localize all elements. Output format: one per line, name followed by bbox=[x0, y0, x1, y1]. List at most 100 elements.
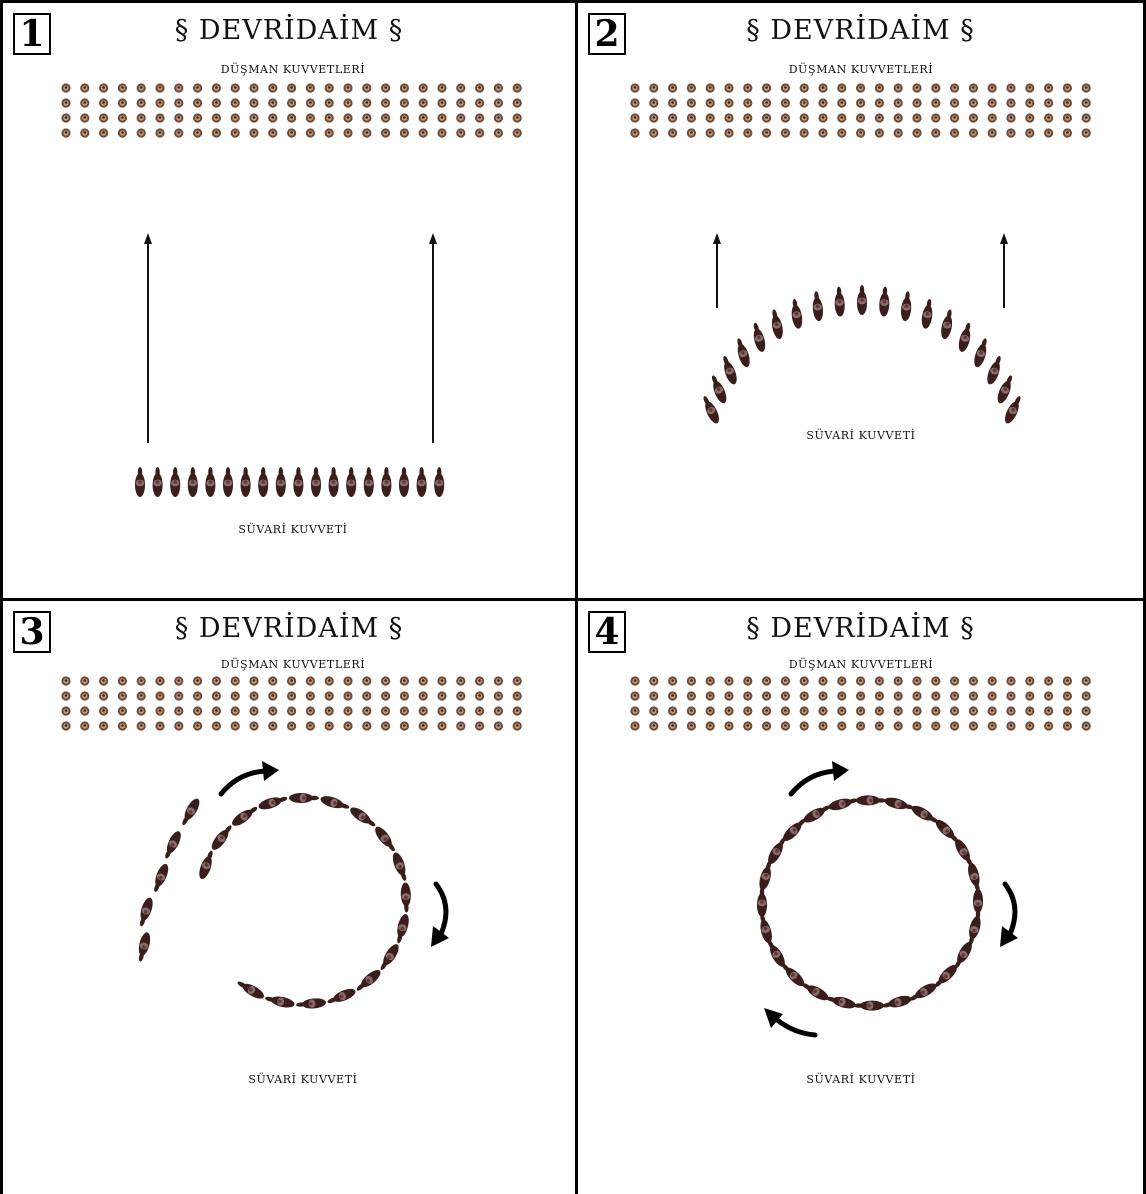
enemy-soldier bbox=[856, 128, 866, 138]
cavalry-rider bbox=[293, 467, 304, 497]
enemy-soldier bbox=[437, 98, 447, 108]
enemy-soldier bbox=[193, 691, 203, 701]
cavalry-rider bbox=[834, 286, 845, 317]
enemy-soldier bbox=[230, 113, 240, 123]
cavalry-rider bbox=[812, 291, 823, 322]
enemy-soldier bbox=[987, 128, 997, 138]
enemy-soldier bbox=[1006, 691, 1016, 701]
cavalry-rider bbox=[826, 996, 856, 1009]
advance-arrow-right bbox=[429, 233, 437, 443]
enemy-soldier bbox=[799, 83, 809, 93]
enemy-soldier bbox=[117, 98, 127, 108]
cavalry-rider bbox=[223, 467, 233, 497]
enemy-soldier bbox=[211, 706, 221, 716]
enemy-soldier bbox=[799, 721, 809, 731]
enemy-soldier bbox=[724, 113, 734, 123]
enemy-soldier bbox=[1025, 83, 1035, 93]
enemy-soldier bbox=[724, 98, 734, 108]
cavalry-rider bbox=[882, 995, 912, 1008]
enemy-soldier bbox=[818, 83, 828, 93]
enemy-soldier bbox=[780, 128, 790, 138]
cavalry-rider bbox=[768, 837, 786, 865]
enemy-soldier bbox=[249, 706, 259, 716]
enemy-soldier bbox=[705, 691, 715, 701]
enemy-soldier bbox=[762, 706, 772, 716]
enemy-soldier bbox=[136, 128, 146, 138]
enemy-forces-label: DÜŞMAN KUVVETLERİ bbox=[220, 63, 366, 76]
enemy-soldier bbox=[668, 128, 678, 138]
cavalry-rider bbox=[375, 826, 395, 852]
enemy-soldier bbox=[743, 706, 753, 716]
enemy-soldier bbox=[193, 113, 203, 123]
rotation-arrow-bottom bbox=[764, 1008, 818, 1038]
enemy-soldier bbox=[249, 98, 259, 108]
enemy-soldier bbox=[968, 721, 978, 731]
enemy-soldier bbox=[837, 721, 847, 731]
enemy-soldier bbox=[856, 706, 866, 716]
enemy-soldier bbox=[724, 83, 734, 93]
panel-number: 2 bbox=[588, 13, 626, 55]
enemy-soldier bbox=[818, 691, 828, 701]
enemy-soldier bbox=[193, 98, 203, 108]
enemy-soldier bbox=[780, 83, 790, 93]
enemy-soldier bbox=[381, 721, 391, 731]
enemy-soldier bbox=[362, 721, 372, 731]
enemy-soldier bbox=[99, 113, 109, 123]
enemy-soldier bbox=[399, 706, 409, 716]
enemy-soldier bbox=[987, 691, 997, 701]
cavalry-rider bbox=[380, 944, 399, 970]
enemy-soldier bbox=[99, 721, 109, 731]
enemy-soldier bbox=[437, 691, 447, 701]
enemy-soldier bbox=[211, 98, 221, 108]
enemy-soldier bbox=[1006, 721, 1016, 731]
enemy-soldier bbox=[174, 721, 184, 731]
enemy-soldier bbox=[117, 676, 127, 686]
enemy-soldier bbox=[1006, 83, 1016, 93]
enemy-soldier bbox=[99, 676, 109, 686]
enemy-soldier bbox=[399, 721, 409, 731]
enemy-soldier bbox=[649, 721, 659, 731]
rotation-arrow-top bbox=[788, 761, 849, 797]
enemy-soldier bbox=[117, 83, 127, 93]
enemy-soldier bbox=[912, 706, 922, 716]
enemy-soldier bbox=[950, 706, 960, 716]
enemy-soldier bbox=[174, 83, 184, 93]
enemy-soldier bbox=[668, 113, 678, 123]
enemy-soldier bbox=[381, 706, 391, 716]
enemy-soldier bbox=[456, 676, 466, 686]
enemy-soldier bbox=[475, 706, 485, 716]
enemy-soldier bbox=[399, 98, 409, 108]
enemy-soldier bbox=[649, 128, 659, 138]
panel-title: § DEVRİDAİM § bbox=[746, 613, 975, 644]
cavalry-rider bbox=[703, 396, 720, 424]
cavalry-formation bbox=[757, 795, 983, 1011]
enemy-soldier bbox=[1062, 721, 1072, 731]
enemy-soldier bbox=[512, 676, 522, 686]
enemy-soldier bbox=[155, 98, 165, 108]
enemy-soldier bbox=[686, 691, 696, 701]
enemy-soldier bbox=[912, 128, 922, 138]
enemy-soldier bbox=[1044, 98, 1054, 108]
enemy-soldier bbox=[950, 676, 960, 686]
cavalry-rider bbox=[934, 964, 957, 988]
cavalry-rider bbox=[165, 831, 181, 859]
enemy-soldier bbox=[987, 83, 997, 93]
cavalry-rider bbox=[759, 860, 772, 891]
enemy-soldier bbox=[912, 676, 922, 686]
enemy-soldier bbox=[1025, 706, 1035, 716]
enemy-soldier bbox=[724, 676, 734, 686]
enemy-soldier bbox=[1081, 83, 1091, 93]
enemy-soldier bbox=[287, 113, 297, 123]
enemy-soldier bbox=[174, 128, 184, 138]
enemy-soldier bbox=[249, 691, 259, 701]
cavalry-rider bbox=[182, 798, 200, 825]
enemy-soldier bbox=[324, 706, 334, 716]
enemy-soldier bbox=[856, 676, 866, 686]
enemy-soldier bbox=[305, 721, 315, 731]
enemy-soldier bbox=[1062, 128, 1072, 138]
enemy-soldier bbox=[193, 676, 203, 686]
enemy-soldier bbox=[230, 128, 240, 138]
cavalry-rider bbox=[781, 963, 805, 987]
enemy-soldier bbox=[1081, 706, 1091, 716]
enemy-soldier bbox=[931, 691, 941, 701]
